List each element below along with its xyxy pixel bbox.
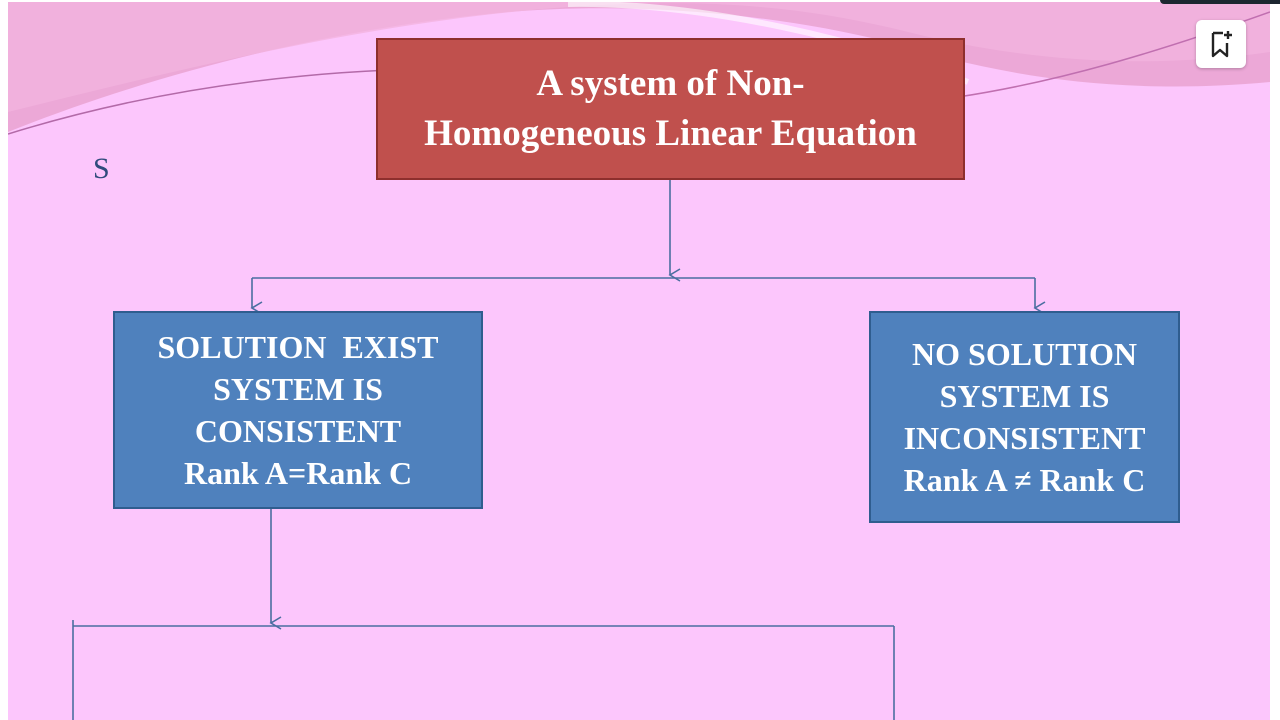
inconsistent-line-1: NO SOLUTION: [912, 336, 1137, 372]
title-line-2: Homogeneous Linear Equation: [424, 113, 917, 154]
consistent-line-1: SOLUTION EXIST: [157, 329, 439, 365]
bookmark-add-icon: [1211, 31, 1232, 58]
stray-letter: S: [93, 152, 110, 185]
window-edge: [1160, 0, 1280, 4]
consistent-line-4: Rank A=Rank C: [183, 455, 413, 491]
title-line-1: A system of Non-: [536, 63, 805, 104]
inconsistent-box: NO SOLUTION SYSTEM IS INCONSISTENT Rank …: [869, 311, 1180, 523]
bookmark-button[interactable]: [1196, 20, 1246, 68]
consistent-line-2: SYSTEM IS: [213, 371, 383, 407]
consistent-box: SOLUTION EXIST SYSTEM IS CONSISTENT Rank…: [113, 311, 483, 509]
title-box: A system of Non- Homogeneous Linear Equa…: [376, 38, 965, 180]
inconsistent-line-3: INCONSISTENT: [903, 420, 1146, 456]
inconsistent-line-4: Rank A ≠ Rank C: [903, 462, 1146, 498]
inconsistent-line-2: SYSTEM IS: [939, 378, 1110, 414]
consistent-line-3: CONSISTENT: [194, 413, 402, 449]
